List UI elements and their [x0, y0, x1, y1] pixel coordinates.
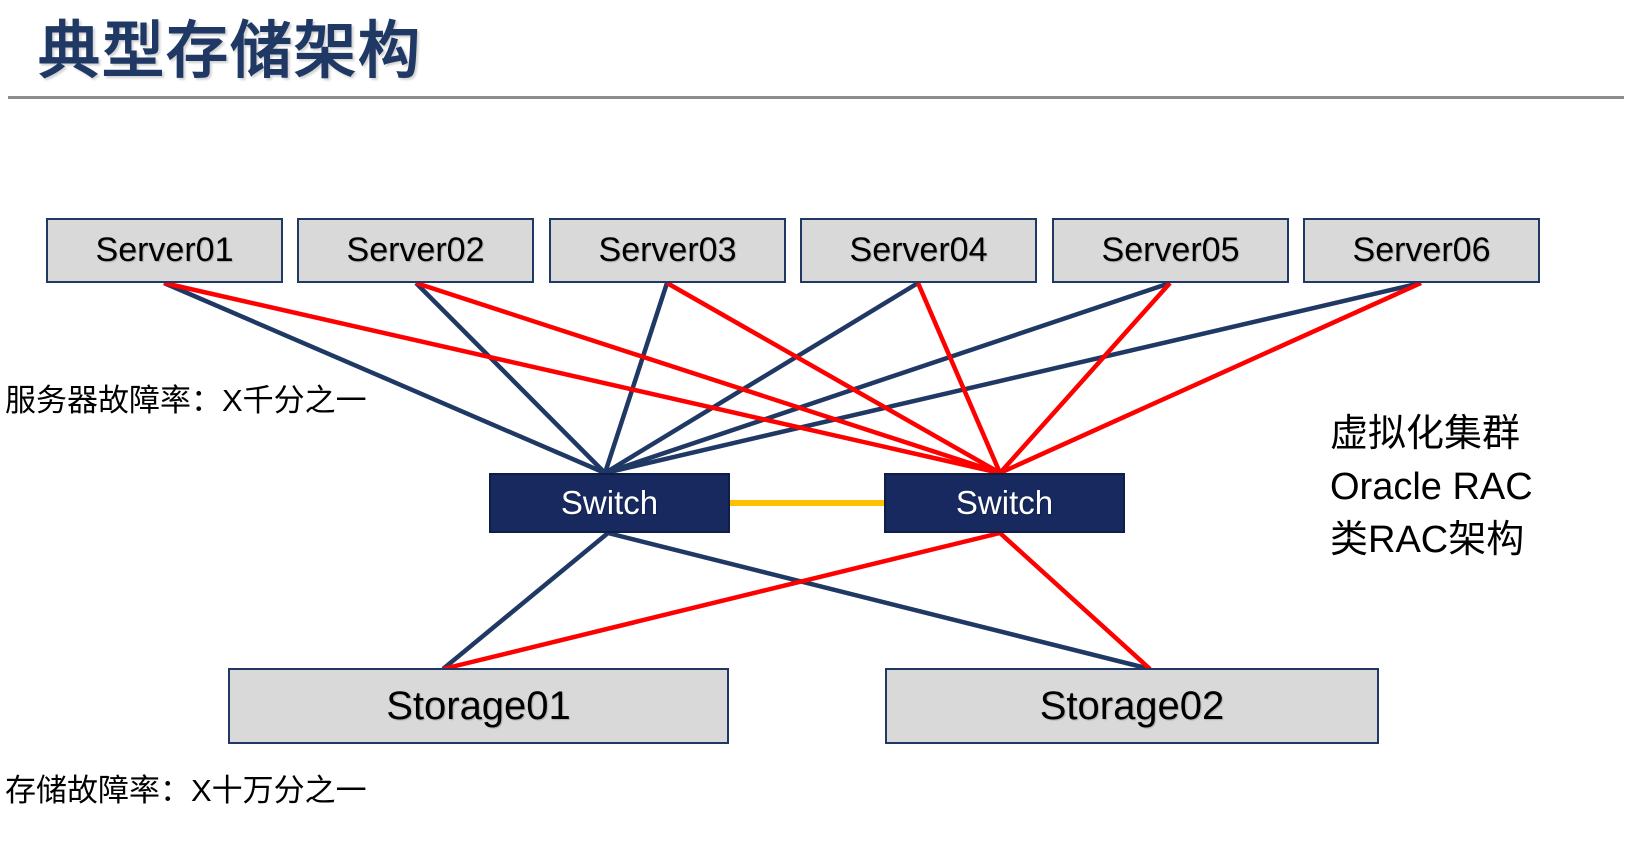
page-title: 典型存储架构	[38, 17, 423, 86]
link-switch02-storage02	[998, 531, 1152, 671]
server02-box: Server02	[297, 218, 534, 283]
link-server04-switch01	[603, 281, 920, 475]
switch02-label: Switch	[955, 484, 1054, 521]
server06-box: Server06	[1303, 218, 1540, 283]
link-server02-switch02	[415, 280, 1001, 476]
switch02-box: Switch	[884, 473, 1125, 533]
link-server06-switch01	[604, 280, 1422, 476]
server05-box: Server05	[1052, 218, 1289, 283]
title-divider	[8, 96, 1624, 99]
storage01-box: Storage01	[228, 668, 729, 744]
server01-box: Server01	[46, 218, 283, 283]
link-switch01-storage02	[607, 530, 1151, 672]
link-server01-switch02	[163, 280, 1001, 476]
server05-label: Server05	[1101, 231, 1240, 269]
link-switch01-storage01	[441, 531, 610, 671]
server03-label: Server03	[598, 231, 737, 269]
cluster-note: 虚拟化集群 Oracle RAC 类RAC架构	[1330, 408, 1533, 567]
server02-label: Server02	[346, 231, 485, 269]
server03-box: Server03	[549, 218, 786, 283]
cluster-note-line3: 类RAC架构	[1330, 519, 1525, 561]
link-server02-switch01	[414, 281, 607, 475]
server04-label: Server04	[849, 231, 988, 269]
link-server03-switch02	[665, 281, 1002, 475]
cluster-note-line2: Oracle RAC	[1330, 466, 1533, 508]
link-server01-switch01	[163, 280, 606, 476]
storage01-label: Storage01	[386, 683, 571, 728]
link-switch02-storage01	[442, 530, 1001, 672]
server06-label: Server06	[1352, 231, 1491, 269]
storage02-label: Storage02	[1039, 683, 1225, 728]
link-server04-switch02	[915, 282, 1003, 474]
switch01-label: Switch	[560, 484, 659, 521]
server-failure-rate-note: 服务器故障率：X千分之一	[5, 383, 367, 418]
cluster-note-line1: 虚拟化集群	[1330, 413, 1521, 455]
link-server05-switch01	[604, 280, 1171, 476]
link-server03-switch01	[602, 282, 670, 474]
link-server05-switch02	[998, 281, 1172, 475]
server04-box: Server04	[800, 218, 1037, 283]
server01-label: Server01	[95, 231, 234, 269]
storage02-box: Storage02	[885, 668, 1379, 744]
switch01-box: Switch	[489, 473, 730, 533]
link-server06-switch02	[999, 280, 1422, 476]
storage-failure-rate-note: 存储故障率：X十万分之一	[5, 773, 367, 808]
